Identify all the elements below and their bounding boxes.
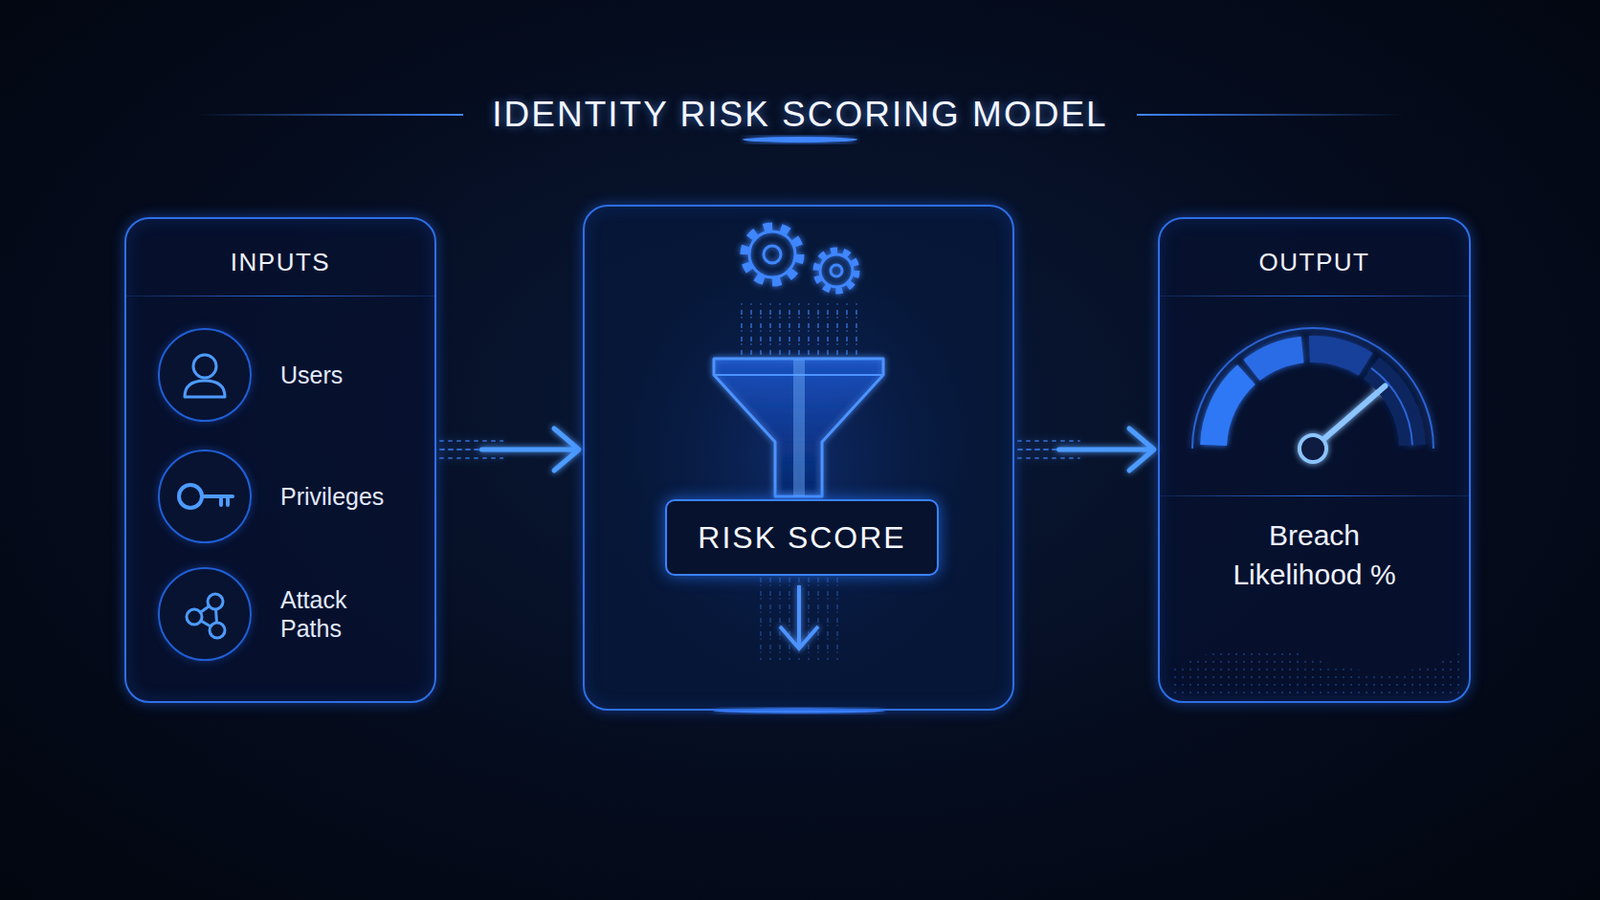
panel-divider xyxy=(1159,295,1469,297)
input-label: Attack Paths xyxy=(280,585,405,644)
arrow-stroke xyxy=(1018,457,1080,460)
panel-divider xyxy=(1159,495,1469,497)
panel-fill xyxy=(582,204,1015,712)
data-stream xyxy=(755,574,843,661)
arrow-stroke xyxy=(482,447,578,453)
wave-texture xyxy=(1169,647,1465,697)
input-item: Privileges xyxy=(157,449,426,544)
funnel-icon xyxy=(713,358,884,497)
input-label: Privileges xyxy=(280,482,405,512)
user-icon xyxy=(159,330,250,421)
panel-box: RISK SCORE xyxy=(582,204,1015,712)
panel-heading: INPUTS xyxy=(230,247,331,278)
arrow-stroke xyxy=(440,440,503,443)
title-row: IDENTITY RISK SCORING MODEL xyxy=(0,91,1600,138)
flow-arrow xyxy=(1018,428,1155,471)
input-item: Users xyxy=(157,328,426,423)
title-rule xyxy=(195,113,464,116)
arrow-head xyxy=(1129,428,1155,471)
arrow-stroke xyxy=(440,457,503,460)
score-label: RISK SCORE xyxy=(697,520,906,556)
panel-box: OUTPUT Breach Likelihood % xyxy=(1157,217,1471,704)
score-box: RISK SCORE xyxy=(665,499,939,577)
panel-box: INPUTS UsersPrivilegesAttack Paths xyxy=(124,217,437,704)
arrow-head xyxy=(554,428,579,471)
arrow-stroke xyxy=(1018,440,1080,443)
panel-fill xyxy=(1157,217,1471,704)
input-label: Users xyxy=(280,360,405,390)
icon-circle xyxy=(157,449,252,544)
title-rule xyxy=(1136,113,1405,116)
gear-icon xyxy=(744,226,857,291)
panel-heading: OUTPUT xyxy=(1259,247,1371,278)
panel-body-text: Breach Likelihood % xyxy=(1204,515,1425,596)
panel-fill xyxy=(124,217,437,704)
graph-icon xyxy=(159,569,250,660)
key-icon xyxy=(159,451,250,542)
data-stream xyxy=(736,302,862,356)
down-arrow xyxy=(779,585,819,649)
diagram-title: IDENTITY RISK SCORING MODEL xyxy=(491,94,1108,135)
icon-circle xyxy=(157,328,252,423)
flow-arrow xyxy=(440,428,579,471)
icon-circle xyxy=(157,567,252,662)
panel-glow xyxy=(582,204,1015,712)
funnel-beam xyxy=(793,359,805,497)
arrow-stroke xyxy=(1059,447,1152,453)
panel-divider xyxy=(126,295,435,297)
input-item: Attack Paths xyxy=(157,567,426,662)
title-glow xyxy=(742,136,858,143)
gauge-icon xyxy=(1192,328,1434,463)
